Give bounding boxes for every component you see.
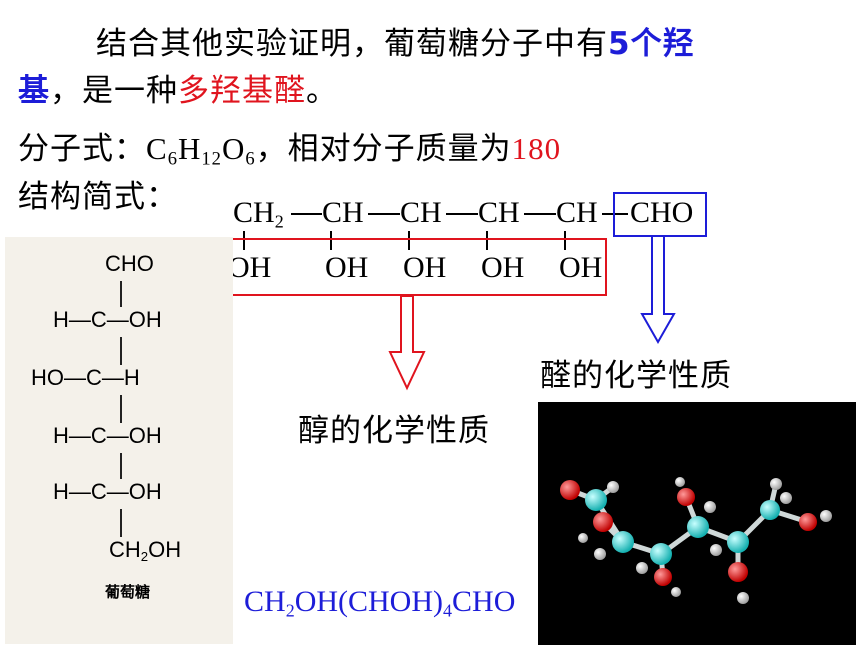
alcohol-property-label: 醇的化学性质 — [298, 413, 490, 449]
ch-group-2: CH — [400, 196, 442, 229]
hydroxyl-count: 5个羟 — [608, 26, 695, 62]
intro-period: 。 — [306, 73, 338, 109]
alcohol-arrow — [388, 295, 426, 391]
mass-label: ，相对分子质量为 — [255, 131, 512, 167]
fischer-row-4: H—C—OH — [53, 479, 162, 504]
oh-group-3: OH — [403, 251, 447, 284]
ch-group-1: CH — [322, 196, 364, 229]
polyhydroxy-aldehyde: 多羟基醛 — [178, 73, 306, 109]
oh-group-1: OH — [228, 251, 272, 284]
oh-group-5: OH — [559, 251, 603, 284]
intro-text-2: ，是一种 — [50, 73, 178, 109]
formula-line: 分子式：C6H12O6，相对分子质量为180 — [18, 123, 561, 168]
ch-group-4: CH — [556, 196, 598, 229]
fischer-ch2oh: CH2OH — [109, 537, 182, 564]
fischer-cho: CHO — [105, 251, 154, 276]
structure-label: 结构简式： — [18, 179, 178, 215]
fischer-bonds — [120, 281, 122, 537]
fischer-row-3: H—C—OH — [53, 423, 162, 448]
chain-top: CH2 CH CH CH CH CHO — [0, 196, 860, 236]
ch2-group: CH2 — [233, 196, 284, 232]
intro-line-2: 基，是一种多羟基醛。 — [18, 65, 338, 110]
fischer-projection-image: CHO H—C—OH HO—C—H H—C—OH H—C—OH CH2OH 葡萄… — [5, 237, 233, 644]
molecular-mass: 180 — [511, 131, 562, 166]
formula-label: 分子式： — [18, 131, 146, 167]
chain-bottom: OH OH OH OH OH — [0, 251, 860, 291]
condensed-formula: CH2OH(CHOH)4CHO — [244, 585, 516, 621]
hydroxyl-count-tail: 基 — [18, 73, 50, 109]
fischer-row-2: HO—C—H — [31, 365, 140, 390]
glucose-3d-model — [560, 477, 832, 604]
intro-line-1: 结合其他实验证明，葡萄糖分子中有5个羟 — [96, 18, 695, 63]
intro-text-1: 结合其他实验证明，葡萄糖分子中有 — [96, 26, 608, 62]
aldehyde-property-label: 醛的化学性质 — [540, 358, 732, 394]
oh-group-2: OH — [325, 251, 369, 284]
fischer-row-1: H—C—OH — [53, 307, 162, 332]
ball-stick-model-image — [538, 402, 856, 645]
ch-group-3: CH — [478, 196, 520, 229]
cho-group: CHO — [630, 196, 694, 229]
fischer-caption: 葡萄糖 — [105, 584, 151, 601]
molecular-formula: C6H12O6 — [146, 131, 256, 170]
oh-group-4: OH — [481, 251, 525, 284]
